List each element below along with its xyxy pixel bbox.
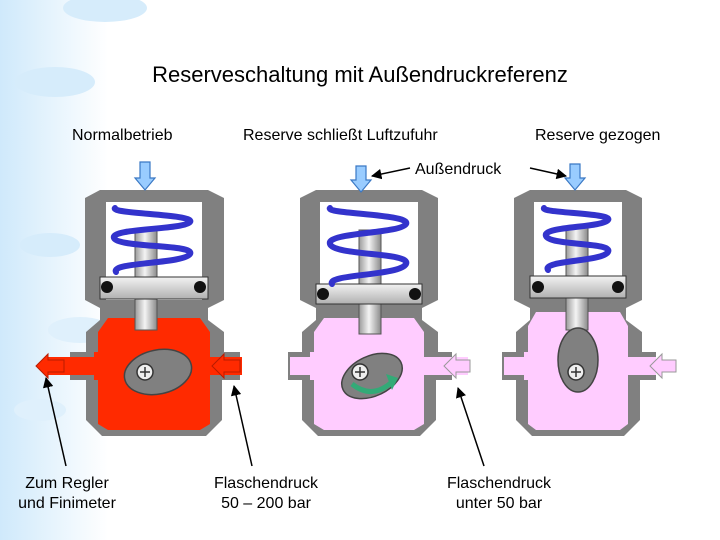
valve-pulled-spring: [540, 205, 612, 273]
caption-pressure-low: Flaschendruck unter 50 bar: [426, 474, 572, 514]
caption-pressure-low-line1: Flaschendruck: [446, 475, 552, 492]
valve-pulled-piston: [529, 275, 627, 299]
caption-pressure-high: Flaschendruck 50 – 200 bar: [196, 474, 336, 514]
valve-normal-seal-right: [194, 281, 206, 293]
valve-pulled-outlet-channel: [504, 357, 530, 375]
annotation-arrow-left: [370, 167, 411, 180]
caption-pressure-low-line2: unter 50 bar: [455, 495, 543, 512]
state-label-closing: Reserve schließt Luftzufuhr: [243, 127, 438, 144]
caption-regulator: Zum Regler und Finimeter: [2, 474, 132, 514]
valve-closing-piston: [315, 283, 423, 305]
flow-out-arrow-icon: [35, 352, 65, 380]
caption-regulator-line1: Zum Regler: [25, 475, 109, 492]
pressure-arrow-icon: [563, 163, 587, 191]
pressure-arrow-icon: [133, 161, 157, 191]
state-label-normal: Normalbetrieb: [72, 127, 173, 144]
pointer-line-high-pressure: [230, 384, 253, 467]
valve-closing-seal-right: [409, 288, 421, 300]
valve-closing-spring: [326, 205, 410, 287]
valve-pulled: [502, 190, 656, 436]
valve-normal-spring: [110, 205, 194, 275]
page-title: Reserveschaltung mit Außendruckreferenz: [152, 62, 568, 87]
caption-pressure-high-line1: Flaschendruck: [213, 475, 319, 492]
annotation-arrow-right: [529, 167, 568, 180]
valve-pulled-seal-left: [532, 281, 544, 293]
valve-normal-cam: [123, 348, 193, 396]
pressure-arrow-icon: [349, 165, 373, 193]
rotation-arrow-icon: [350, 380, 394, 394]
caption-regulator-line2: und Finimeter: [18, 495, 116, 512]
valve-pulled-cam: [557, 327, 599, 393]
flow-in-arrow-icon: [649, 352, 677, 380]
flow-arrows: [35, 352, 677, 380]
valve-normal-seal-left: [101, 281, 113, 293]
valve-pulled-seal-right: [612, 281, 624, 293]
outside-pressure-label: Außendruck: [415, 161, 502, 178]
valve-normal: [48, 190, 242, 436]
flow-in-arrow-icon: [443, 352, 471, 380]
valve-closing: [288, 190, 468, 436]
pointer-line-regulator: [42, 376, 67, 467]
valve-closing-stem: [358, 229, 382, 335]
flow-in-arrow-icon: [211, 352, 241, 380]
valve-closing-seal-left: [317, 288, 329, 300]
caption-pressure-high-line2: 50 – 200 bar: [221, 495, 311, 512]
outside-pressure-arrows: [133, 161, 587, 193]
state-label-pulled: Reserve gezogen: [535, 127, 661, 144]
pointer-line-low-pressure: [456, 387, 485, 467]
valve-pulled-inlet-channel: [626, 357, 656, 375]
valve-normal-piston: [99, 276, 209, 300]
valve-closing-outlet-channel: [290, 357, 316, 375]
